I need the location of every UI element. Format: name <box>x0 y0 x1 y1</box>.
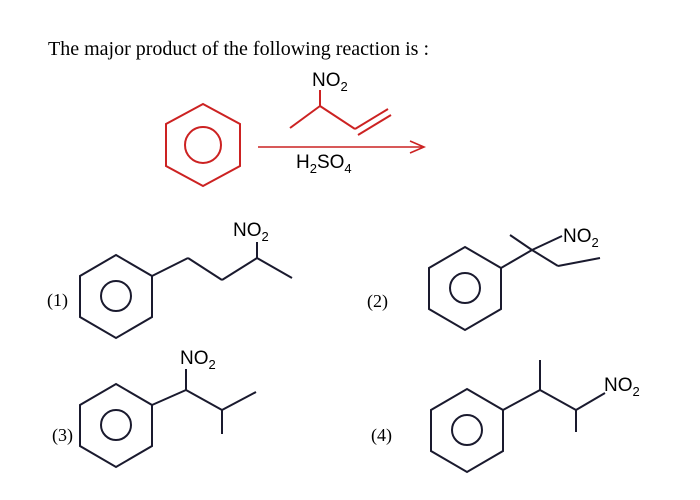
option-2-label[interactable]: (2) <box>367 291 388 311</box>
catalyst-sub-4: 4 <box>344 161 351 176</box>
catalyst-so: SO <box>317 152 344 173</box>
option-2-nitro-sub: 2 <box>592 235 599 250</box>
option-1-label[interactable]: (1) <box>47 290 68 310</box>
reagent-nitro-no: NO <box>312 70 341 91</box>
reaction-arrow <box>258 140 427 154</box>
option-3-nitro-no: NO <box>180 348 209 369</box>
reagent-nitro-sub: 2 <box>341 79 348 94</box>
reagent-nitrobutene <box>289 90 392 136</box>
question-text: The major product of the following react… <box>48 38 430 60</box>
catalyst-label: H2SO4 <box>296 152 352 176</box>
option-2-nitro-label: NO2 <box>563 226 599 250</box>
option-4-nitro-label: NO2 <box>604 375 640 399</box>
option-2-nitro-no: NO <box>563 226 592 247</box>
option-1-nitro-sub: 2 <box>262 229 269 244</box>
reactant-benzene <box>165 102 241 188</box>
option-1-nitro-no: NO <box>233 220 262 241</box>
option-4-label[interactable]: (4) <box>371 425 392 445</box>
option-1-structure <box>79 242 293 340</box>
option-3-structure <box>79 369 257 469</box>
reagent-nitro-label: NO2 <box>312 70 348 94</box>
option-3-nitro-label: NO2 <box>180 348 216 372</box>
option-4-nitro-sub: 2 <box>633 384 640 399</box>
option-2-structure <box>428 234 601 332</box>
catalyst-h: H <box>296 152 310 173</box>
option-1-nitro-label: NO2 <box>233 220 269 244</box>
option-4-structure <box>430 360 606 474</box>
option-4-nitro-no: NO <box>604 375 633 396</box>
option-3-nitro-sub: 2 <box>209 357 216 372</box>
option-3-label[interactable]: (3) <box>52 425 73 445</box>
catalyst-sub-2: 2 <box>310 161 317 176</box>
